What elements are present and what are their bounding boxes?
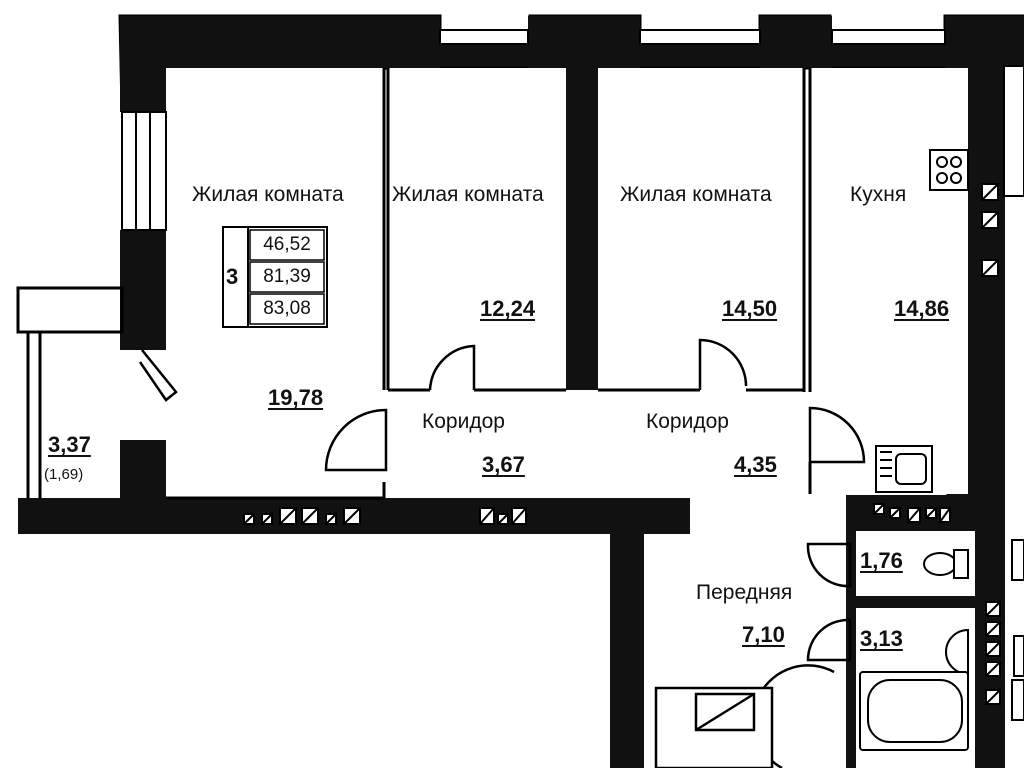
wall-top-right xyxy=(760,16,832,68)
total-with-balcony: 83,08 xyxy=(263,298,311,319)
apartment-info-box: 3 46,52 81,39 83,08 xyxy=(222,226,328,328)
room-area-balcony: 3,37 xyxy=(48,432,91,457)
window-4 xyxy=(1003,65,1024,197)
sink-icon xyxy=(875,445,933,493)
living-area: 46,52 xyxy=(263,234,311,255)
wall-left-mid xyxy=(120,230,166,350)
door-swing-3 xyxy=(324,408,388,472)
wall-top-left xyxy=(120,16,440,68)
room-label-living1: Жилая комната xyxy=(192,183,344,206)
room-label-corridor2: Коридор xyxy=(646,410,729,433)
room-area-bath: 3,13 xyxy=(860,626,903,651)
bathtub-icon xyxy=(859,671,969,751)
toilet-icon xyxy=(923,549,969,579)
window-3 xyxy=(831,29,946,45)
room-label-corridor1: Коридор xyxy=(422,410,505,433)
window-1 xyxy=(439,29,529,45)
room-area-kitchen: 14,86 xyxy=(894,296,950,321)
balcony-door xyxy=(138,349,178,402)
room-area-corridor2: 4,35 xyxy=(734,452,777,477)
room-label-living2: Жилая комната xyxy=(392,183,544,206)
room-area-hall: 7,10 xyxy=(742,622,785,647)
room-area-balcony-sub: (1,69) xyxy=(44,466,84,483)
door-swing-1 xyxy=(428,344,476,391)
wall-top-mid xyxy=(528,16,640,68)
wall-right-kitchen xyxy=(968,68,978,500)
door-swing-4 xyxy=(808,406,866,464)
wall-center-pillar xyxy=(566,68,598,394)
window-5 xyxy=(121,111,167,231)
room-label-hall: Передняя xyxy=(696,581,793,604)
door-swing-5 xyxy=(806,542,852,588)
window-2 xyxy=(639,29,761,45)
rooms-count: 3 xyxy=(226,264,239,289)
wall-left-lower xyxy=(120,440,166,500)
wall-left-upper xyxy=(120,16,166,112)
room-area-living3: 14,50 xyxy=(722,296,778,321)
wall-wc-bath xyxy=(850,596,976,608)
room-label-living3: Жилая комната xyxy=(620,183,772,206)
room-area-living2: 12,24 xyxy=(480,296,536,321)
door-swing-6 xyxy=(806,618,852,662)
room-area-wc: 1,76 xyxy=(860,548,903,573)
room-area-corridor1: 3,67 xyxy=(482,452,525,477)
stove-icon xyxy=(929,149,969,191)
wall-hall-left xyxy=(610,520,644,768)
door-swing-2 xyxy=(698,338,748,390)
room-area-living1: 19,78 xyxy=(268,385,324,410)
room-label-kitchen: Кухня xyxy=(850,183,907,206)
total-area: 81,39 xyxy=(263,266,311,287)
